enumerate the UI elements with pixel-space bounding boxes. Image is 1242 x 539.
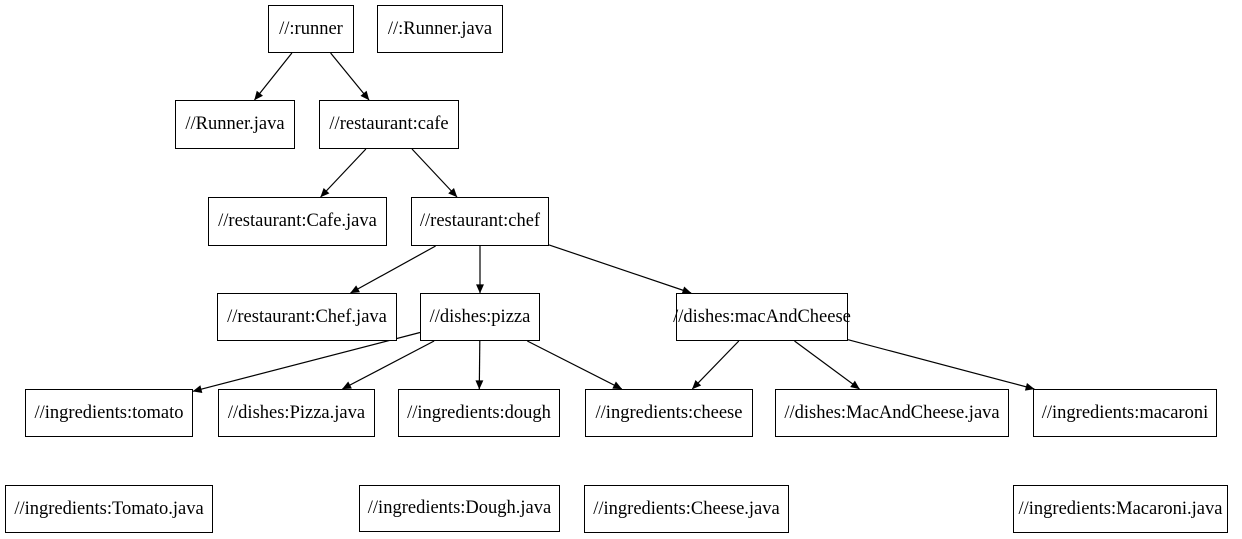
graph-node-cafe-java: //restaurant:Cafe.java <box>208 197 387 246</box>
edge-pizza-to-cheese <box>527 340 623 390</box>
graph-node-runner-java-src: //:Runner.java <box>377 5 503 53</box>
graph-node-label: //restaurant:Chef.java <box>227 306 387 327</box>
edge-pizza-to-dough <box>475 340 484 390</box>
edge-cafe-to-cafe-java <box>320 148 367 198</box>
graph-node-label: //dishes:MacAndCheese.java <box>784 402 1000 423</box>
graph-node-macaroni-java: //ingredients:Macaroni.java <box>1013 485 1228 533</box>
edge-runner-to-runner-java <box>254 52 293 101</box>
edge-mac-and-cheese-to-mac-and-cheese-java <box>794 340 860 390</box>
graph-node-cafe: //restaurant:cafe <box>319 100 459 149</box>
graph-node-label: //Runner.java <box>185 114 285 134</box>
edge-runner-to-cafe <box>330 52 370 101</box>
graph-node-mac-and-cheese: //dishes:macAndCheese <box>673 293 851 341</box>
edge-cafe-to-chef <box>411 148 458 198</box>
edge-chef-to-chef-java <box>350 245 436 294</box>
graph-node-pizza-java: //dishes:Pizza.java <box>218 389 375 437</box>
graph-node-label: //ingredients:tomato <box>34 402 184 423</box>
edge-mac-and-cheese-to-cheese <box>691 340 740 390</box>
graph-node-chef-java: //restaurant:Chef.java <box>217 293 397 341</box>
graph-node-label: //ingredients:dough <box>407 402 551 423</box>
graph-node-dough-java: //ingredients:Dough.java <box>359 485 560 532</box>
graph-node-runner: //:runner <box>268 5 354 53</box>
graph-node-label: //:Runner.java <box>387 18 493 39</box>
graph-node-tomato-java: //ingredients:Tomato.java <box>5 485 213 533</box>
graph-node-label: //ingredients:Tomato.java <box>14 498 204 519</box>
graph-node-label: //ingredients:Dough.java <box>367 498 552 518</box>
graph-node-cheese: //ingredients:cheese <box>585 389 753 437</box>
graph-node-chef: //restaurant:chef <box>411 197 549 246</box>
graph-node-label: //restaurant:cafe <box>329 114 449 134</box>
graph-node-tomato: //ingredients:tomato <box>25 389 193 437</box>
graph-node-label: //ingredients:macaroni <box>1041 402 1209 423</box>
edge-mac-and-cheese-to-macaroni <box>847 339 1035 391</box>
graph-node-macaroni: //ingredients:macaroni <box>1033 389 1217 437</box>
graph-node-label: //ingredients:Cheese.java <box>593 498 780 519</box>
graph-node-label: //dishes:pizza <box>429 306 531 327</box>
edge-chef-to-mac-and-cheese <box>548 244 692 294</box>
graph-node-pizza: //dishes:pizza <box>420 293 540 341</box>
graph-node-label: //restaurant:chef <box>419 211 541 231</box>
graph-node-cheese-java: //ingredients:Cheese.java <box>584 485 789 533</box>
edge-pizza-to-tomato <box>192 331 421 393</box>
graph-node-runner-java: //Runner.java <box>175 100 295 149</box>
graph-node-dough: //ingredients:dough <box>398 389 560 437</box>
graph-node-label: //dishes:macAndCheese <box>673 306 851 327</box>
edge-pizza-to-pizza-java <box>342 340 435 390</box>
graph-node-label: //:runner <box>279 18 343 39</box>
graph-node-label: //dishes:Pizza.java <box>227 402 366 423</box>
graph-node-label: //restaurant:Cafe.java <box>218 211 377 231</box>
graph-node-label: //ingredients:Macaroni.java <box>1018 498 1223 519</box>
graph-node-label: //ingredients:cheese <box>595 402 743 423</box>
graph-node-mac-and-cheese-java: //dishes:MacAndCheese.java <box>775 389 1009 437</box>
